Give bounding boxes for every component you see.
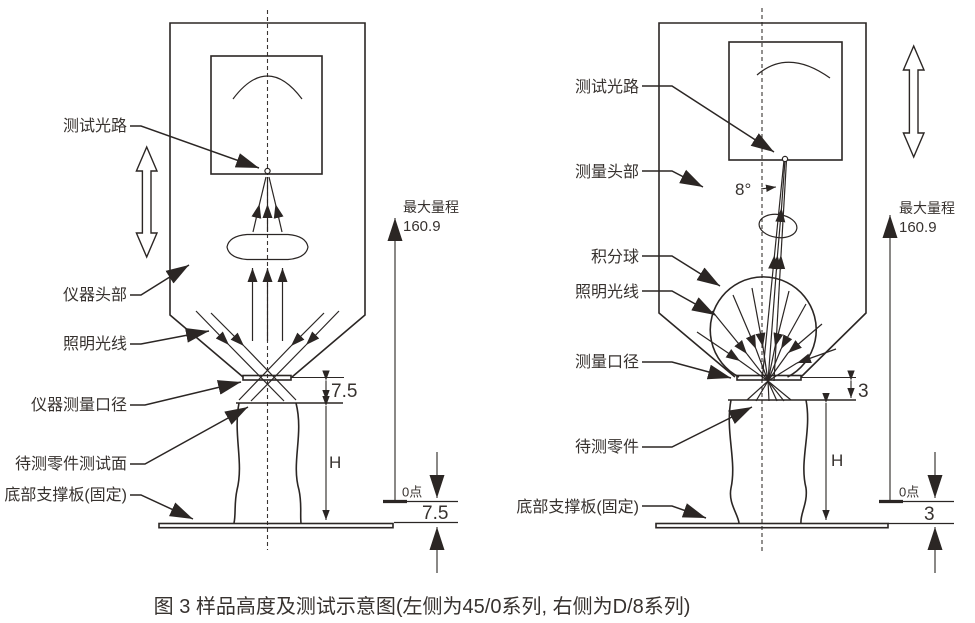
right-label-illumination-rays: 照明光线 (575, 283, 639, 301)
right-leader-bottom-support-plate (642, 503, 707, 519)
right-leader-measuring-aperture (642, 361, 732, 380)
right-label-measuring-head: 测量头部 (575, 163, 639, 181)
right-zero-offset-value: 3 (924, 504, 935, 525)
left-vertical-rays (247, 268, 288, 341)
right-leader-measuring-head (642, 169, 704, 188)
left-mirror-arc (232, 75, 303, 100)
right-tilt-angle-value: 8° (735, 180, 751, 199)
left-illumination-rays (195, 310, 340, 402)
left-leader-bottom-support-plate (130, 494, 194, 520)
right-leader-illumination-rays (642, 290, 716, 316)
right-sample-height-value: H (831, 451, 843, 470)
right-illumination-fan-rays (696, 287, 837, 382)
right-label-integrating-sphere: 积分球 (591, 248, 639, 266)
left-leader-test-light-path (130, 125, 260, 169)
right-updown-arrow (902, 44, 926, 159)
figure-caption: 图 3 样品高度及测试示意图(左侧为45/0系列, 右侧为D/8系列) (154, 595, 691, 618)
right-max-range-dimension: 最大量程 160.9 (882, 200, 955, 501)
left-working-distance-value: 7.5 (331, 381, 357, 402)
right-leader-test-light-path (642, 85, 775, 153)
left-zero-point-dimension: 0点 7.5 (383, 452, 458, 573)
right-max-range-value: 160.9 (899, 219, 937, 236)
right-label-part-under-test: 待测零件 (575, 438, 639, 456)
left-max-range-label: 最大量程 (403, 199, 459, 215)
right-label-measuring-aperture: 测量口径 (575, 353, 639, 371)
right-labels: 测试光路 测量头部 积分球 照明光线 测量口径 待测零件 底部支撑板(固定) (516, 78, 775, 519)
right-sample-height-dimension: H (822, 393, 843, 520)
left-diagram-45-0: 7.5 H 最大量程 160.9 0点 7.5 测试光路 (4, 10, 459, 573)
right-label-test-light-path: 测试光路 (575, 78, 639, 96)
left-leader-instrument-head (130, 264, 190, 296)
left-label-test-light-path: 测试光路 (63, 117, 127, 135)
right-test-beam (761, 159, 788, 382)
left-label-bottom-support-plate: 底部支撑板(固定) (4, 486, 127, 504)
left-leader-instrument-aperture (130, 380, 242, 406)
left-sample-height-dimension: H (322, 396, 341, 520)
right-leader-part-under-test (642, 406, 753, 448)
left-converging-rays (251, 176, 284, 233)
right-aperture-to-sample-rays (746, 380, 792, 402)
right-leader-integrating-sphere (642, 255, 721, 287)
left-labels: 测试光路 仪器头部 照明光线 仪器测量口径 待测零件测试面 底部支撑板(固定) (4, 117, 260, 520)
left-sample-height-value: H (329, 453, 341, 472)
right-zero-point-dimension: 0点 3 (879, 452, 954, 573)
left-base-plate (158, 522, 394, 529)
left-label-instrument-aperture: 仪器测量口径 (31, 396, 127, 414)
right-lens (758, 213, 798, 239)
right-mirror-arc (756, 61, 831, 79)
left-label-instrument-head: 仪器头部 (63, 286, 127, 304)
left-max-range-dimension: 最大量程 160.9 (387, 199, 459, 501)
right-focal-point (781, 155, 789, 163)
left-updown-arrow (135, 145, 159, 259)
left-focal-point (264, 167, 271, 175)
left-housing-outline (169, 22, 366, 378)
right-sample (728, 399, 856, 524)
left-zero-offset-value: 7.5 (422, 503, 448, 524)
right-working-distance-value: 3 (858, 381, 869, 402)
left-leader-illumination-rays (130, 327, 210, 345)
right-working-distance-dimension: 3 (801, 370, 869, 402)
right-angle-annotation: 8° (735, 180, 777, 199)
left-zero-point-label: 0点 (402, 485, 422, 500)
right-zero-point-label: 0点 (899, 485, 919, 500)
left-label-part-test-surface: 待测零件测试面 (15, 455, 127, 473)
right-integrating-sphere (709, 276, 818, 378)
right-base-plate (655, 522, 889, 529)
left-label-illumination-rays: 照明光线 (63, 335, 127, 353)
left-lens (226, 233, 309, 261)
right-max-range-label: 最大量程 (899, 200, 955, 216)
right-label-bottom-support-plate: 底部支撑板(固定) (516, 498, 639, 516)
right-housing-outline (658, 22, 867, 378)
left-max-range-value: 160.9 (403, 218, 441, 235)
left-leader-part-test-surface (130, 406, 249, 465)
right-diagram-d8: 8° (516, 8, 955, 573)
